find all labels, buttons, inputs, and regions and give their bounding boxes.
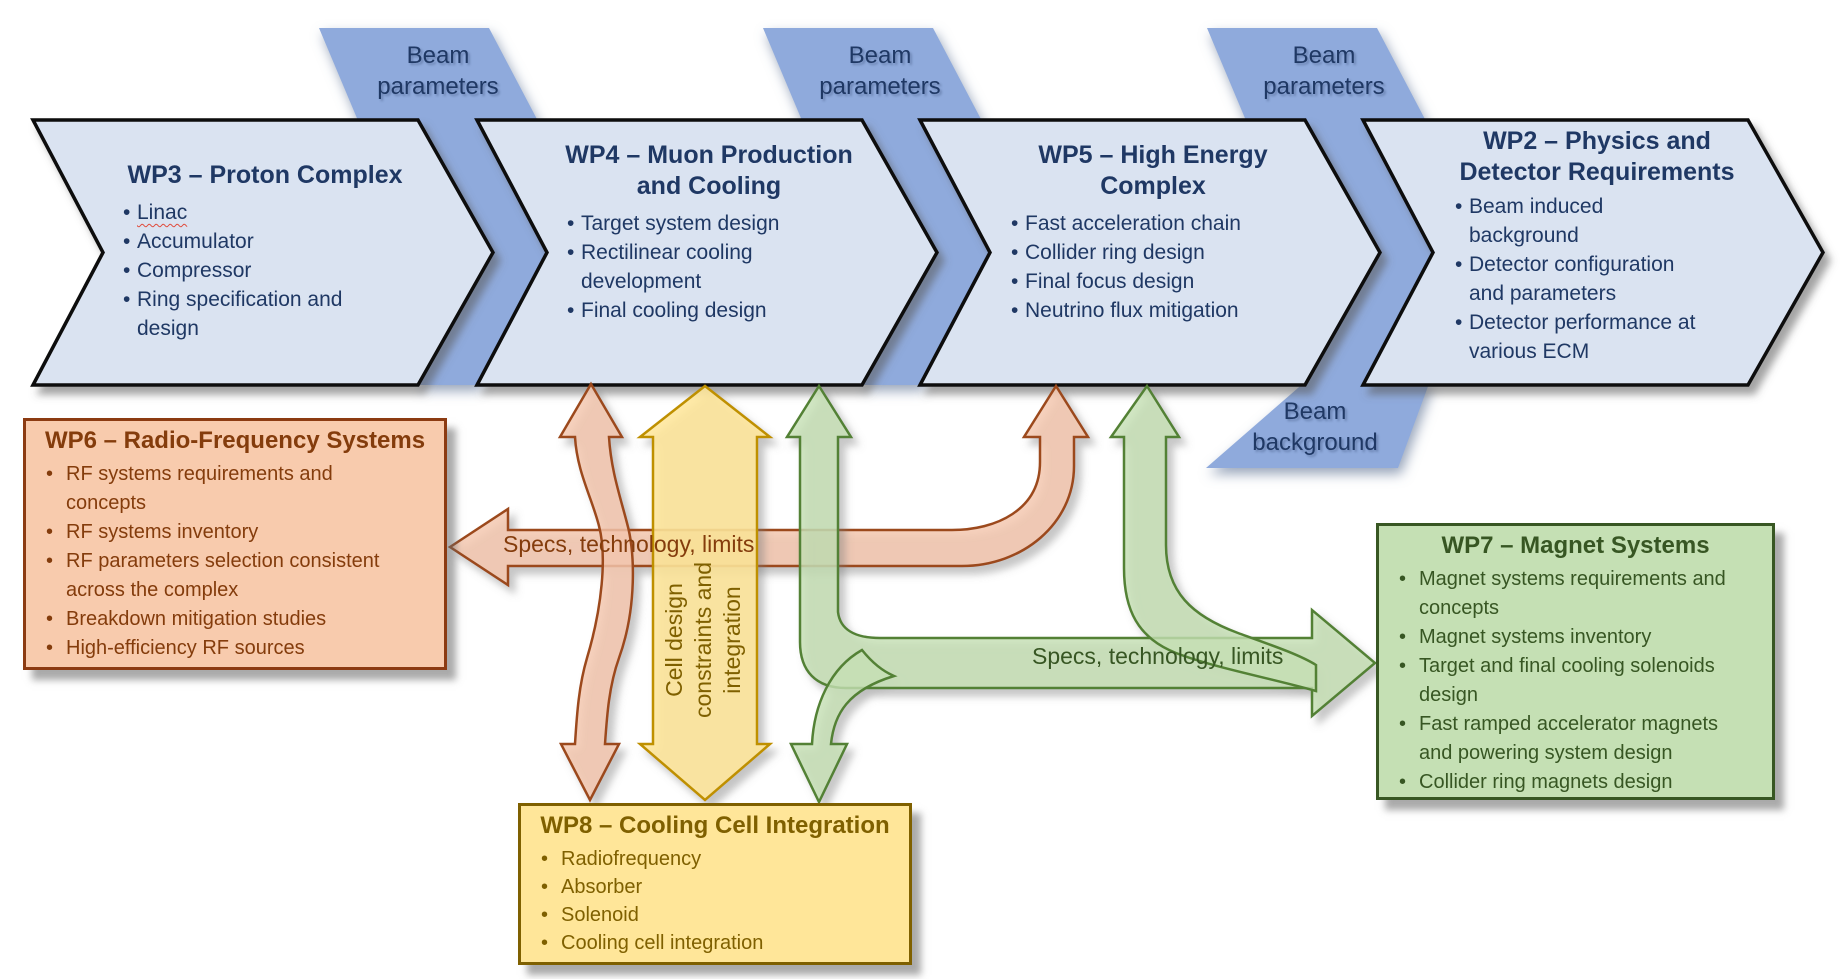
list-item: •Final focus design: [983, 267, 1323, 296]
wp6-title: WP6 – Radio-Frequency Systems: [44, 427, 426, 454]
list-item: •RF systems inventory: [26, 518, 444, 547]
beam-banner-group: [319, 28, 1433, 468]
bullet-icon: •: [123, 288, 131, 311]
wp8-title: WP8 – Cooling Cell Integration: [540, 812, 890, 839]
arrow-magnet-wp5: [1108, 383, 1318, 693]
magnet-arrow-label: Specs, technology, limits: [1032, 643, 1284, 669]
wp5-title: WP5 – High Energy Complex: [1038, 141, 1268, 200]
bullet-icon: •: [567, 212, 575, 235]
rf-arrow-group: [447, 381, 1091, 803]
beam-parameters-label-2: Beam parameters: [819, 42, 941, 100]
bullet-icon: •: [1399, 655, 1407, 677]
list-item: •Accumulator: [95, 227, 435, 256]
wp7-title: WP7 – Magnet Systems: [1441, 532, 1710, 559]
bullet-icon: •: [1399, 626, 1407, 648]
list-item: •Solenoid: [521, 901, 909, 929]
bullet-icon: •: [46, 550, 54, 572]
bullet-icon: •: [1011, 299, 1019, 322]
bullet-icon: •: [123, 259, 131, 282]
list-item: •Magnet systems inventory: [1379, 623, 1772, 652]
beam-gap-band-2: [862, 120, 990, 385]
chevron-wp3: [30, 118, 496, 387]
beam-parameters-label-1: Beam parameters: [377, 42, 499, 100]
rf-arrow-label: Specs, technology, limits: [503, 531, 755, 557]
bullet-icon: •: [1455, 311, 1463, 334]
arrow-cooling-cell: [636, 384, 774, 802]
wp4-title: WP4 – Muon Production and Cooling: [565, 141, 853, 200]
bullet-icon: •: [46, 637, 54, 659]
bullet-icon: •: [541, 848, 549, 870]
list-item: •High-efficiency RF sources: [26, 634, 444, 663]
beam-background-stripe: [1206, 381, 1430, 468]
wp8-box: WP8 – Cooling Cell Integration •Radiofre…: [518, 803, 912, 965]
cooling-arrow-group: [636, 384, 774, 802]
list-item: •Detector performance at various ECM: [1427, 308, 1767, 366]
beam-background-label: Beam background: [1252, 398, 1378, 456]
list-item: •Detector configuration and parameters: [1427, 250, 1767, 308]
bullet-icon: •: [541, 876, 549, 898]
chevron-wp2: [1360, 118, 1826, 387]
list-item: •Fast ramped accelerator magnets and pow…: [1379, 710, 1772, 768]
bullet-icon: •: [1011, 270, 1019, 293]
list-item: •Radiofrequency: [521, 845, 909, 873]
wp6-box: WP6 – Radio-Frequency Systems •RF system…: [23, 418, 447, 670]
list-item: •Collider ring design: [983, 238, 1323, 267]
bullet-icon: •: [46, 608, 54, 630]
bullet-icon: •: [1399, 713, 1407, 735]
bullet-icon: •: [46, 463, 54, 485]
wp3-title: WP3 – Proton Complex: [127, 161, 403, 189]
list-item: •Magnet systems requirements and concept…: [1379, 565, 1772, 623]
chevron-group: [30, 118, 1826, 387]
cooling-cell-arrow-label: Cell design constraints and integration: [661, 562, 745, 718]
magnet-arrow-group: [784, 383, 1377, 805]
bullet-icon: •: [567, 299, 575, 322]
list-item: •Absorber: [521, 873, 909, 901]
bullet-icon: •: [123, 201, 131, 224]
list-item: •Collider ring magnets design: [1379, 768, 1772, 797]
list-item: •Fast acceleration chain: [983, 209, 1323, 238]
chevron-wp4-content: WP4 – Muon Production and Cooling •Targe…: [539, 140, 879, 325]
bullet-icon: •: [46, 521, 54, 543]
chevron-wp3-content: WP3 – Proton Complex •Linac •Accumulator…: [95, 160, 435, 343]
list-item: •Neutrino flux mitigation: [983, 296, 1323, 325]
bullet-icon: •: [1011, 212, 1019, 235]
beam-gap-band-3: [1306, 120, 1433, 385]
list-item: •Final cooling design: [539, 296, 879, 325]
list-item: •RF systems requirements and concepts: [26, 460, 444, 518]
chevron-wp4: [474, 118, 940, 387]
bullet-icon: •: [1399, 568, 1407, 590]
wp2-title: WP2 – Physics and Detector Requirements: [1459, 127, 1735, 186]
bullet-icon: •: [567, 241, 575, 264]
wp7-box: WP7 – Magnet Systems •Magnet systems req…: [1376, 523, 1775, 800]
list-item: •Target and final cooling solenoids desi…: [1379, 652, 1772, 710]
list-item: •Linac: [95, 198, 435, 227]
list-item: •Breakdown mitigation studies: [26, 605, 444, 634]
bullet-icon: •: [1011, 241, 1019, 264]
bullet-icon: •: [123, 230, 131, 253]
list-item: •Beam induced background: [1427, 192, 1767, 250]
list-item: •RF parameters selection consistent acro…: [26, 547, 444, 605]
bullet-icon: •: [1455, 195, 1463, 218]
bullet-icon: •: [541, 932, 549, 954]
beam-gap-band-1: [418, 120, 547, 385]
bullet-icon: •: [1455, 253, 1463, 276]
beam-parameters-stripe-2: [763, 28, 983, 123]
chevron-wp5-content: WP5 – High Energy Complex •Fast accelera…: [983, 140, 1323, 325]
chevron-wp2-content: WP2 – Physics and Detector Requirements …: [1427, 126, 1767, 366]
arrow-magnet-to-wp8: [789, 648, 898, 805]
beam-parameters-stripe-1: [319, 28, 539, 123]
list-item: •Ring specification and design: [95, 285, 435, 343]
beam-parameters-stripe-3: [1207, 28, 1427, 123]
chevron-wp5: [917, 118, 1383, 387]
bullet-icon: •: [1399, 771, 1407, 793]
list-item: •Target system design: [539, 209, 879, 238]
list-item: •Compressor: [95, 256, 435, 285]
list-item: •Cooling cell integration: [521, 929, 909, 957]
beam-parameters-label-3: Beam parameters: [1263, 42, 1385, 100]
list-item: •Rectilinear cooling development: [539, 238, 879, 296]
bullet-icon: •: [541, 904, 549, 926]
arrow-rf-wp4-wp8: [557, 381, 635, 803]
